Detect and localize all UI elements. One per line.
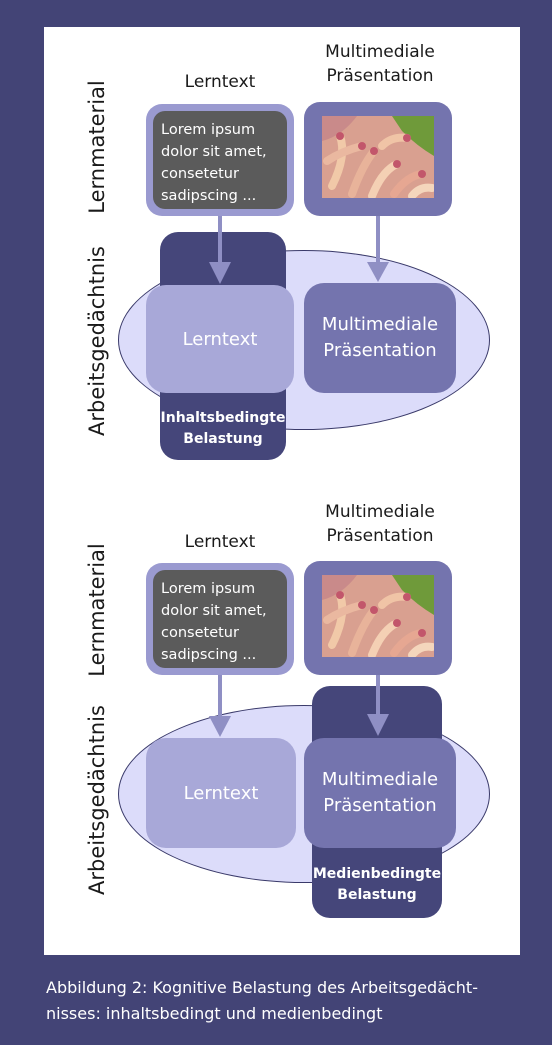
media-load-label: Medienbedingte Belastung [312, 866, 442, 903]
memory-learning-text: Lerntext [146, 285, 294, 393]
header-learning-text: Lerntext [184, 532, 256, 552]
coral-photo-icon [322, 575, 434, 657]
figure-caption: Abbildung 2: Kognitive Belastung des Arb… [46, 978, 478, 1023]
arrow-head [367, 262, 389, 282]
content-load-label: Inhaltsbedingte Belastung [160, 410, 286, 447]
header-multimedia: Multimediale Präsentation [325, 502, 435, 546]
memory-learning-text: Lerntext [146, 738, 296, 848]
learning-text-card: Lorem ipsum dolor sit amet, consetetur s… [146, 563, 294, 675]
arrow-head [209, 262, 231, 284]
learning-text-body: Lorem ipsum dolor sit amet, consetetur s… [153, 570, 287, 668]
multimedia-card [304, 561, 452, 675]
header-learning-text: Lerntext [184, 72, 256, 92]
learning-text-body: Lorem ipsum dolor sit amet, consetetur s… [153, 111, 287, 209]
learning-text-card: Lorem ipsum dolor sit amet, consetetur s… [146, 104, 294, 216]
multimedia-card [304, 102, 452, 216]
memory-multimedia: Multimediale Präsentation [304, 283, 456, 393]
memory-multimedia: Multimediale Präsentation [304, 738, 456, 848]
arrow-head [367, 714, 389, 736]
arrow-head [209, 716, 231, 737]
coral-photo-icon [322, 116, 434, 198]
header-multimedia: Multimediale Präsentation [325, 42, 435, 86]
